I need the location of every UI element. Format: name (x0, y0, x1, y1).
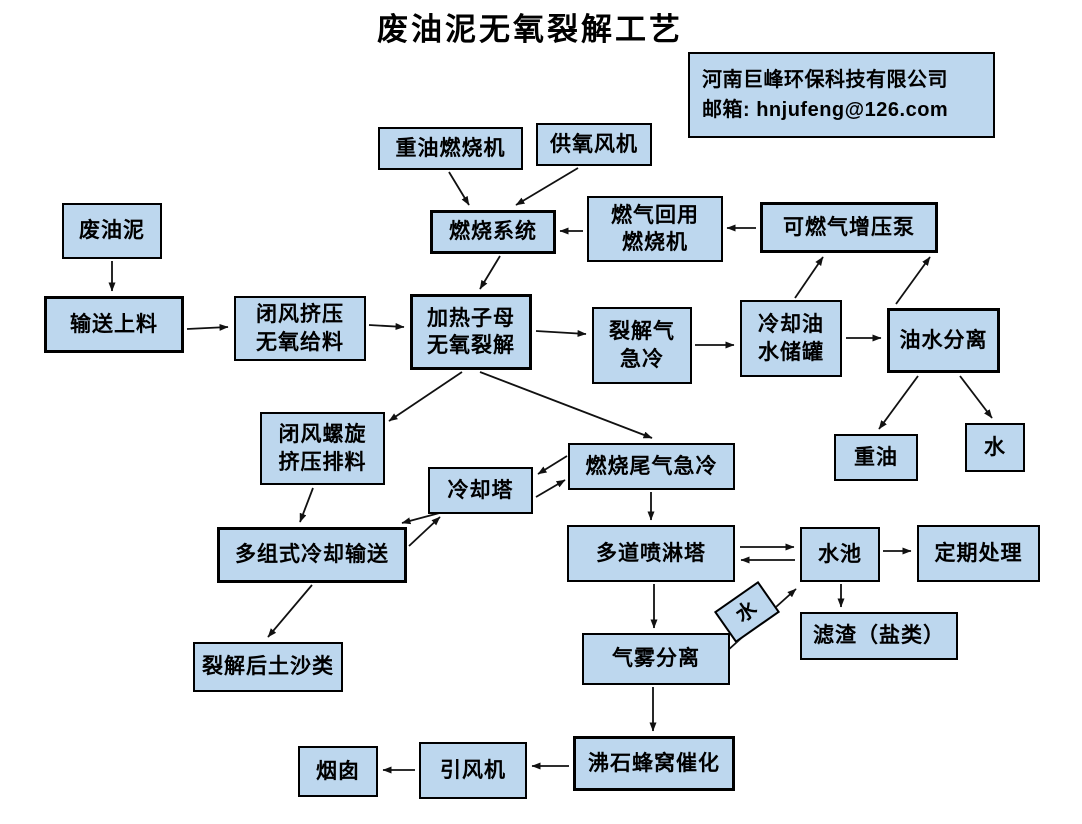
node-cooling-oil-water-tank: 冷却油 水储罐 (740, 300, 842, 377)
company-info-box: 河南巨峰环保科技有限公司 邮箱: hnjufeng@126.com (688, 52, 995, 138)
edge-oil-water-separation-to-water (959, 375, 993, 419)
node-multi-cooling-conveyor: 多组式冷却输送 (217, 527, 407, 583)
node-conveying-feed: 输送上料 (44, 296, 184, 353)
node-pyrolyzed-soil-sand: 裂解后土沙类 (193, 642, 343, 692)
node-combustion-system: 燃烧系统 (430, 210, 556, 254)
node-cooling-tower: 冷却塔 (428, 467, 533, 514)
edge-multi-cooling-conveyor-to-pyrolyzed-soil-sand (267, 584, 313, 638)
node-airlock-extrusion-feed: 闭风挤压 无氧给料 (234, 296, 366, 361)
edge-pyrolysis-reactor-to-tail-gas-quench (479, 371, 653, 439)
node-water-pool: 水池 (800, 527, 880, 582)
node-periodic-treatment: 定期处理 (917, 525, 1040, 582)
node-gas-reuse-burner: 燃气回用 燃烧机 (587, 196, 723, 262)
company-email: 邮箱: hnjufeng@126.com (702, 99, 949, 121)
edge-multi-cooling-conveyor-to-cooling-tower (408, 516, 441, 547)
edge-cooling-tower-to-tail-gas-quench (535, 479, 566, 498)
edge-heavy-oil-burner-to-combustion-system (448, 171, 470, 206)
node-airlock-screw-discharge: 闭风螺旋 挤压排料 (260, 412, 385, 485)
edge-combustion-system-to-pyrolysis-reactor (479, 255, 501, 290)
edge-oxygen-supply-fan-to-combustion-system (515, 167, 579, 206)
node-induced-draft-fan: 引风机 (419, 742, 527, 799)
node-heavy-oil-burner: 重油燃烧机 (378, 127, 523, 170)
edge-conveying-feed-to-airlock-extrusion-feed (186, 323, 229, 331)
edge-tail-gas-quench-to-cooling-tower (537, 455, 568, 475)
node-tail-gas-quench: 燃烧尾气急冷 (568, 443, 735, 490)
node-zeolite-honeycomb-catalysis: 沸石蜂窝催化 (573, 736, 735, 791)
edge-airlock-screw-discharge-to-multi-cooling-conveyor (299, 487, 314, 523)
edge-pyrolysis-reactor-to-pyrolysis-gas-quench (535, 329, 587, 337)
node-waste-oil-sludge: 废油泥 (62, 203, 162, 259)
node-oxygen-supply-fan: 供氧风机 (536, 123, 652, 166)
node-gas-mist-separation: 气雾分离 (582, 633, 730, 685)
node-oil-water-separation: 油水分离 (887, 308, 1000, 373)
edge-oil-water-separation-to-heavy-oil (878, 375, 919, 430)
company-name: 河南巨峰环保科技有限公司 (702, 69, 948, 91)
node-pyrolysis-gas-quench: 裂解气 急冷 (592, 307, 692, 384)
node-filter-residue: 滤渣（盐类） (800, 612, 958, 660)
node-gas-booster-pump: 可燃气增压泵 (760, 202, 938, 253)
node-chimney: 烟囱 (298, 746, 378, 797)
diagram-title: 废油泥无氧裂解工艺 (377, 12, 683, 47)
edge-pyrolysis-reactor-to-airlock-screw-discharge (388, 371, 463, 422)
edge-oil-water-separation-to-gas-booster-pump (895, 256, 931, 305)
node-spray-tower: 多道喷淋塔 (567, 525, 735, 582)
edge-airlock-extrusion-feed-to-pyrolysis-reactor (368, 323, 405, 331)
node-heavy-oil: 重油 (834, 434, 918, 481)
node-pyrolysis-reactor: 加热子母 无氧裂解 (410, 294, 532, 370)
node-water: 水 (965, 423, 1025, 472)
edge-cooling-oil-water-tank-to-gas-booster-pump (794, 256, 824, 299)
